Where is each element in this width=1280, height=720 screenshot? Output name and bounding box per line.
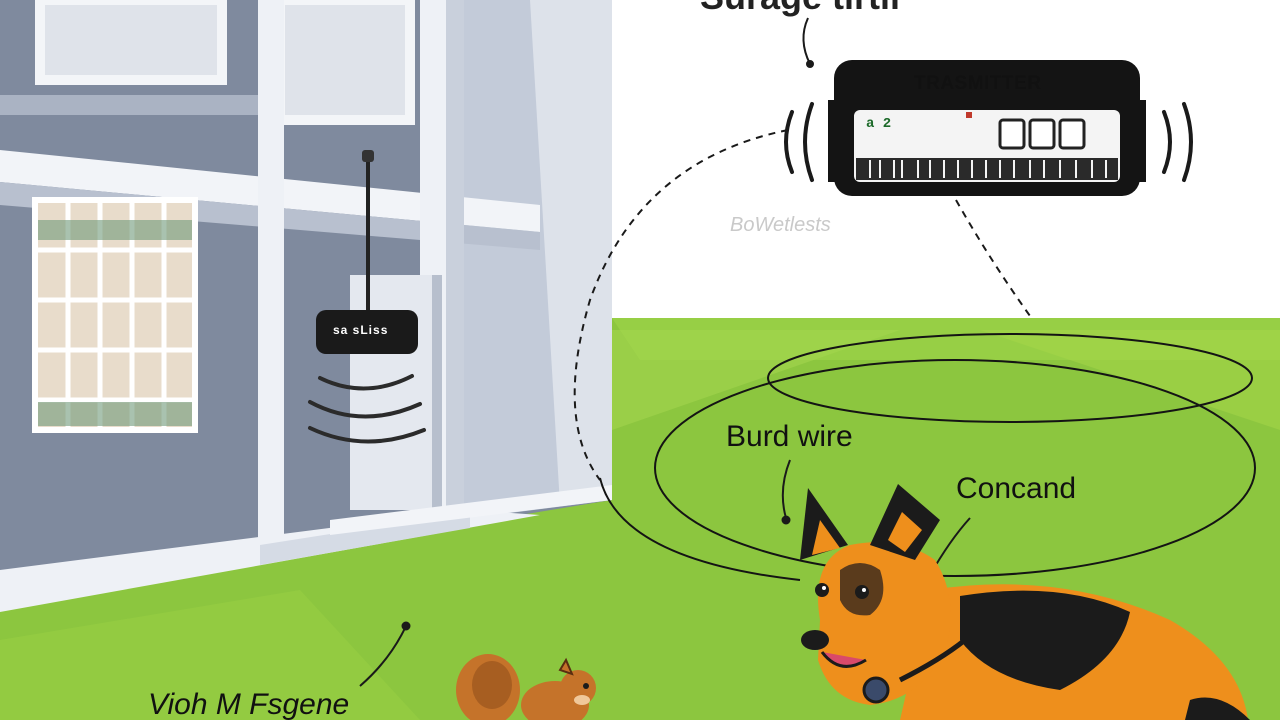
collar-label: Concand (956, 472, 1077, 505)
faded-note-label: BoWetlests (730, 214, 831, 236)
top-title-label: Surage tirtil (700, 0, 900, 18)
collar-icon (862, 676, 890, 704)
small-device-icon (316, 150, 418, 354)
dog-icon (800, 484, 1250, 720)
squirrel-label: Vioh M Fsgene (148, 688, 350, 720)
transmitter-signal-icon (784, 102, 1193, 182)
signal-waves-icon (308, 374, 426, 444)
buried-wire-loop (599, 333, 1256, 581)
squirrel-icon (456, 654, 596, 720)
small-device-label: sa sLiss (333, 323, 389, 337)
transmitter-device-icon (828, 60, 1146, 196)
wire-label: Burd wire (726, 420, 853, 453)
house-icon (0, 0, 612, 612)
transmitter-label: TRASMITTER (914, 73, 1042, 94)
transmitter-screen-readout: a 2 (866, 116, 892, 132)
